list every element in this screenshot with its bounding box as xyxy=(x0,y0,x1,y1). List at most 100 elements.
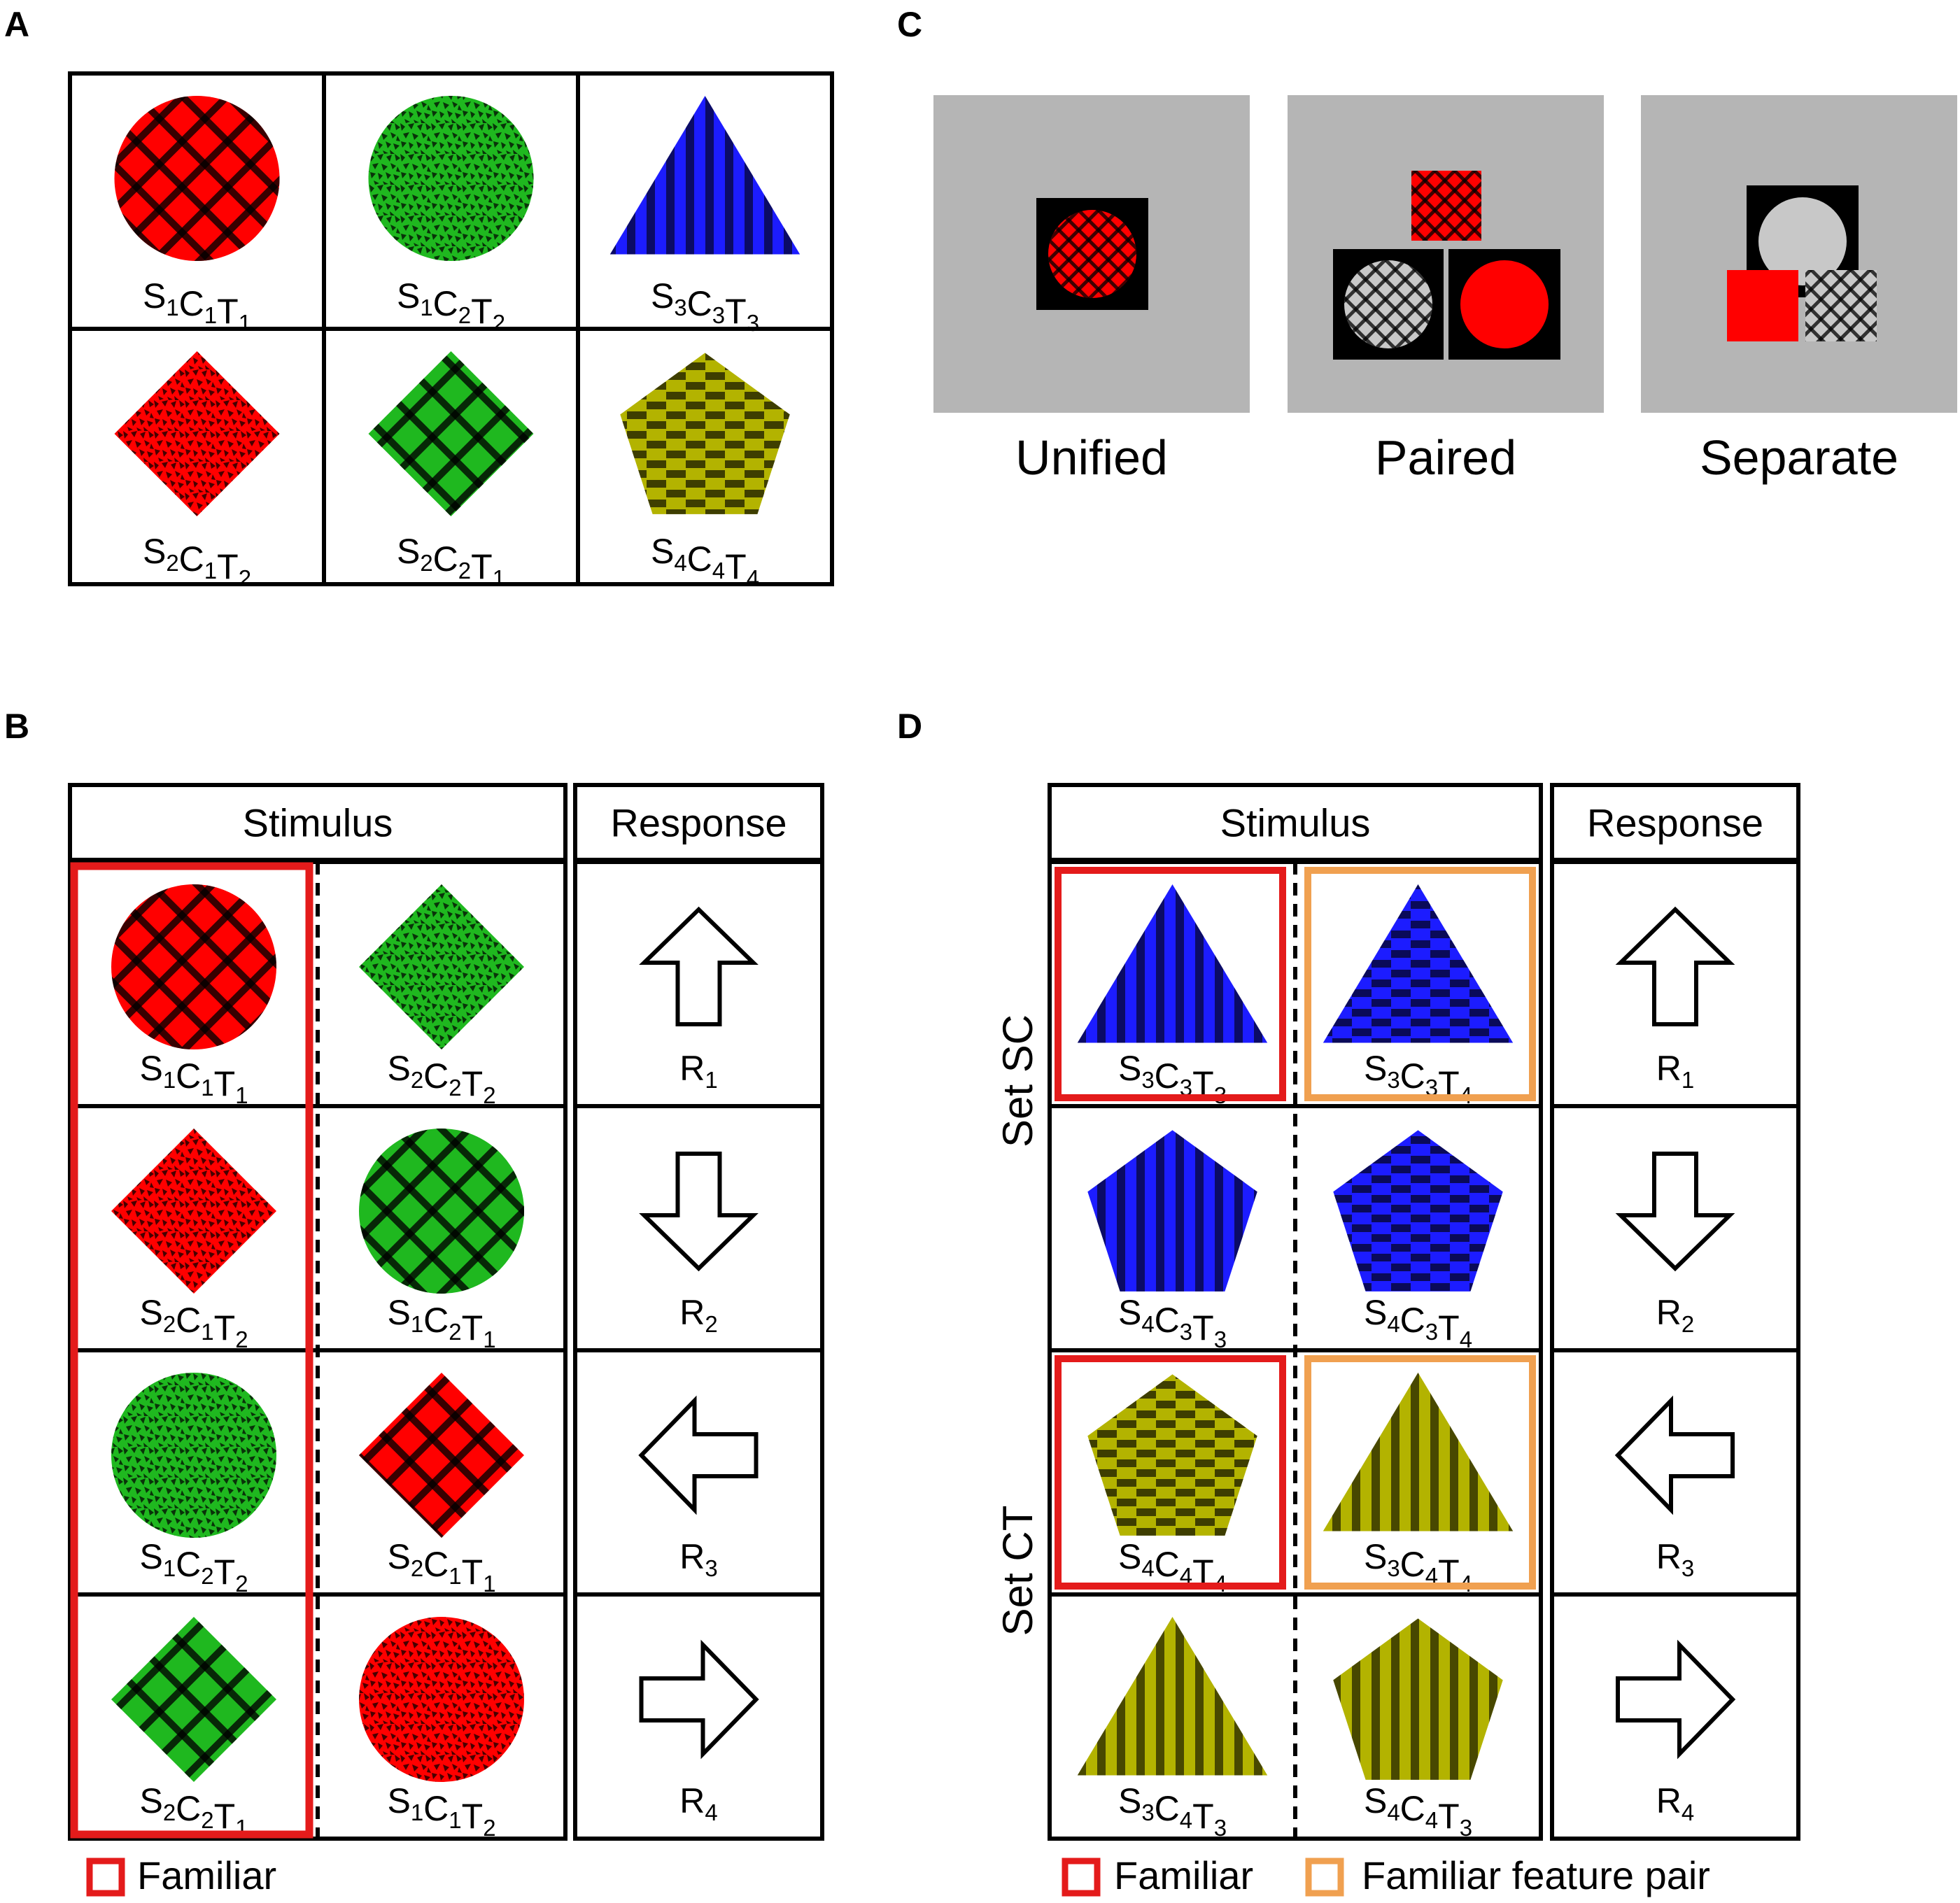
stimulus-label: S3C3T3 xyxy=(651,276,759,336)
paired-texture-overlay xyxy=(1411,171,1481,241)
label-letter: T xyxy=(1192,1308,1214,1347)
response-subscript: 2 xyxy=(1681,1311,1694,1337)
pentagon-shape xyxy=(1087,1130,1257,1292)
stimulus-label: S2C2T1 xyxy=(397,532,505,591)
stimulus-label: S3C3T4 xyxy=(1364,1049,1472,1108)
label-letter: S xyxy=(397,276,420,316)
triangle-shape xyxy=(1323,1373,1514,1531)
label-letter: C xyxy=(179,539,204,579)
label-letter: C xyxy=(423,1056,449,1096)
arrow-outline xyxy=(1615,1152,1735,1272)
label-subscript: 1 xyxy=(166,295,178,320)
label-letter: T xyxy=(471,547,493,586)
label-letter: T xyxy=(1192,1797,1214,1836)
label-subscript: 2 xyxy=(483,1815,495,1841)
pentagon-shape xyxy=(1333,1618,1503,1780)
label-letter: S xyxy=(139,1781,162,1820)
label-subscript: 4 xyxy=(1425,1807,1438,1833)
label-letter: S xyxy=(143,276,166,316)
triangle-shape xyxy=(609,96,801,255)
label-letter: S xyxy=(143,532,166,571)
label-letter: C xyxy=(687,539,712,579)
response-subscript: 3 xyxy=(1681,1555,1694,1581)
separate-texture-overlay xyxy=(1805,270,1877,341)
label-letter: T xyxy=(1438,1797,1460,1836)
familiar-pair-highlight xyxy=(1304,867,1536,1101)
label-letter: C xyxy=(1400,1789,1425,1828)
label-subscript: 1 xyxy=(204,558,217,583)
stimulus-label: S2C2T1 xyxy=(139,1781,248,1841)
label-subscript: 4 xyxy=(674,550,686,576)
shape-texture xyxy=(1333,1130,1503,1292)
label-letter: S xyxy=(651,276,674,316)
label-subscript: 4 xyxy=(747,565,759,591)
label-letter: T xyxy=(471,292,493,331)
arrow-outline xyxy=(1616,1639,1736,1760)
stimulus-label: S4C3T4 xyxy=(1364,1293,1472,1352)
label-subscript: 2 xyxy=(201,1807,213,1833)
label-letter: C xyxy=(1400,1545,1425,1584)
response-letter: R xyxy=(1656,1781,1681,1820)
label-subscript: 1 xyxy=(239,310,251,336)
stimulus-label: S1C2T1 xyxy=(387,1293,495,1352)
response-letter: R xyxy=(1656,1293,1681,1332)
shape-texture xyxy=(111,1617,276,1782)
condition-label: Separate xyxy=(1700,430,1898,485)
label-letter: T xyxy=(214,1308,236,1347)
arrow-up-icon xyxy=(639,906,759,1026)
shape-texture xyxy=(111,1129,276,1294)
response-label: R4 xyxy=(679,1781,717,1825)
diamond-shape xyxy=(111,1129,276,1294)
stimulus-cell: S1C2T2 xyxy=(368,96,534,336)
label-subscript: 1 xyxy=(483,1571,495,1597)
response-header: Response xyxy=(1587,801,1763,845)
label-subscript: 1 xyxy=(411,1799,423,1825)
stimulus-header: Stimulus xyxy=(243,801,393,845)
label-subscript: 1 xyxy=(493,565,505,591)
shape-texture xyxy=(1323,1373,1514,1531)
label-subscript: 4 xyxy=(712,558,725,583)
label-letter: S xyxy=(387,1781,410,1820)
arrow-outline xyxy=(638,1395,759,1515)
panel-letter-a: A xyxy=(4,5,29,44)
diamond-shape xyxy=(368,351,534,516)
shape-texture xyxy=(111,884,276,1049)
response-letter: R xyxy=(679,1293,705,1332)
label-letter: S xyxy=(1364,1781,1387,1820)
label-subscript: 3 xyxy=(747,310,759,336)
label-letter: T xyxy=(725,547,747,586)
condition-label: Paired xyxy=(1375,430,1516,485)
arrow-outline xyxy=(1614,1395,1735,1515)
label-subscript: 3 xyxy=(1141,1799,1154,1825)
label-letter: C xyxy=(423,1545,449,1584)
label-letter: S xyxy=(1364,1049,1387,1088)
label-letter: S xyxy=(139,1537,162,1576)
label-letter: C xyxy=(176,1056,201,1096)
response-label: R3 xyxy=(679,1537,717,1581)
familiar-pair-highlight xyxy=(1304,1355,1536,1590)
stimulus-cell: S4C4T4 xyxy=(620,353,790,591)
arrow-left-icon xyxy=(1614,1395,1735,1515)
label-subscript: 2 xyxy=(166,550,178,576)
label-letter: C xyxy=(1155,1301,1180,1340)
label-subscript: 1 xyxy=(235,1082,248,1108)
panel-letter-c: C xyxy=(897,5,922,44)
label-letter: S xyxy=(1118,1537,1141,1576)
label-subscript: 2 xyxy=(449,1075,461,1101)
label-subscript: 4 xyxy=(1141,1311,1154,1337)
label-subscript: 1 xyxy=(449,1563,461,1589)
stimulus-label: S4C4T3 xyxy=(1364,1781,1472,1841)
stimulus-label: S3C4T3 xyxy=(1118,1781,1227,1841)
label-letter: T xyxy=(462,1308,484,1347)
label-letter: C xyxy=(423,1301,449,1340)
label-subscript: 2 xyxy=(483,1082,495,1108)
label-letter: T xyxy=(1438,1308,1460,1347)
arrow-outline xyxy=(639,906,759,1026)
shape-texture xyxy=(1077,884,1268,1043)
label-letter: T xyxy=(462,1552,484,1592)
